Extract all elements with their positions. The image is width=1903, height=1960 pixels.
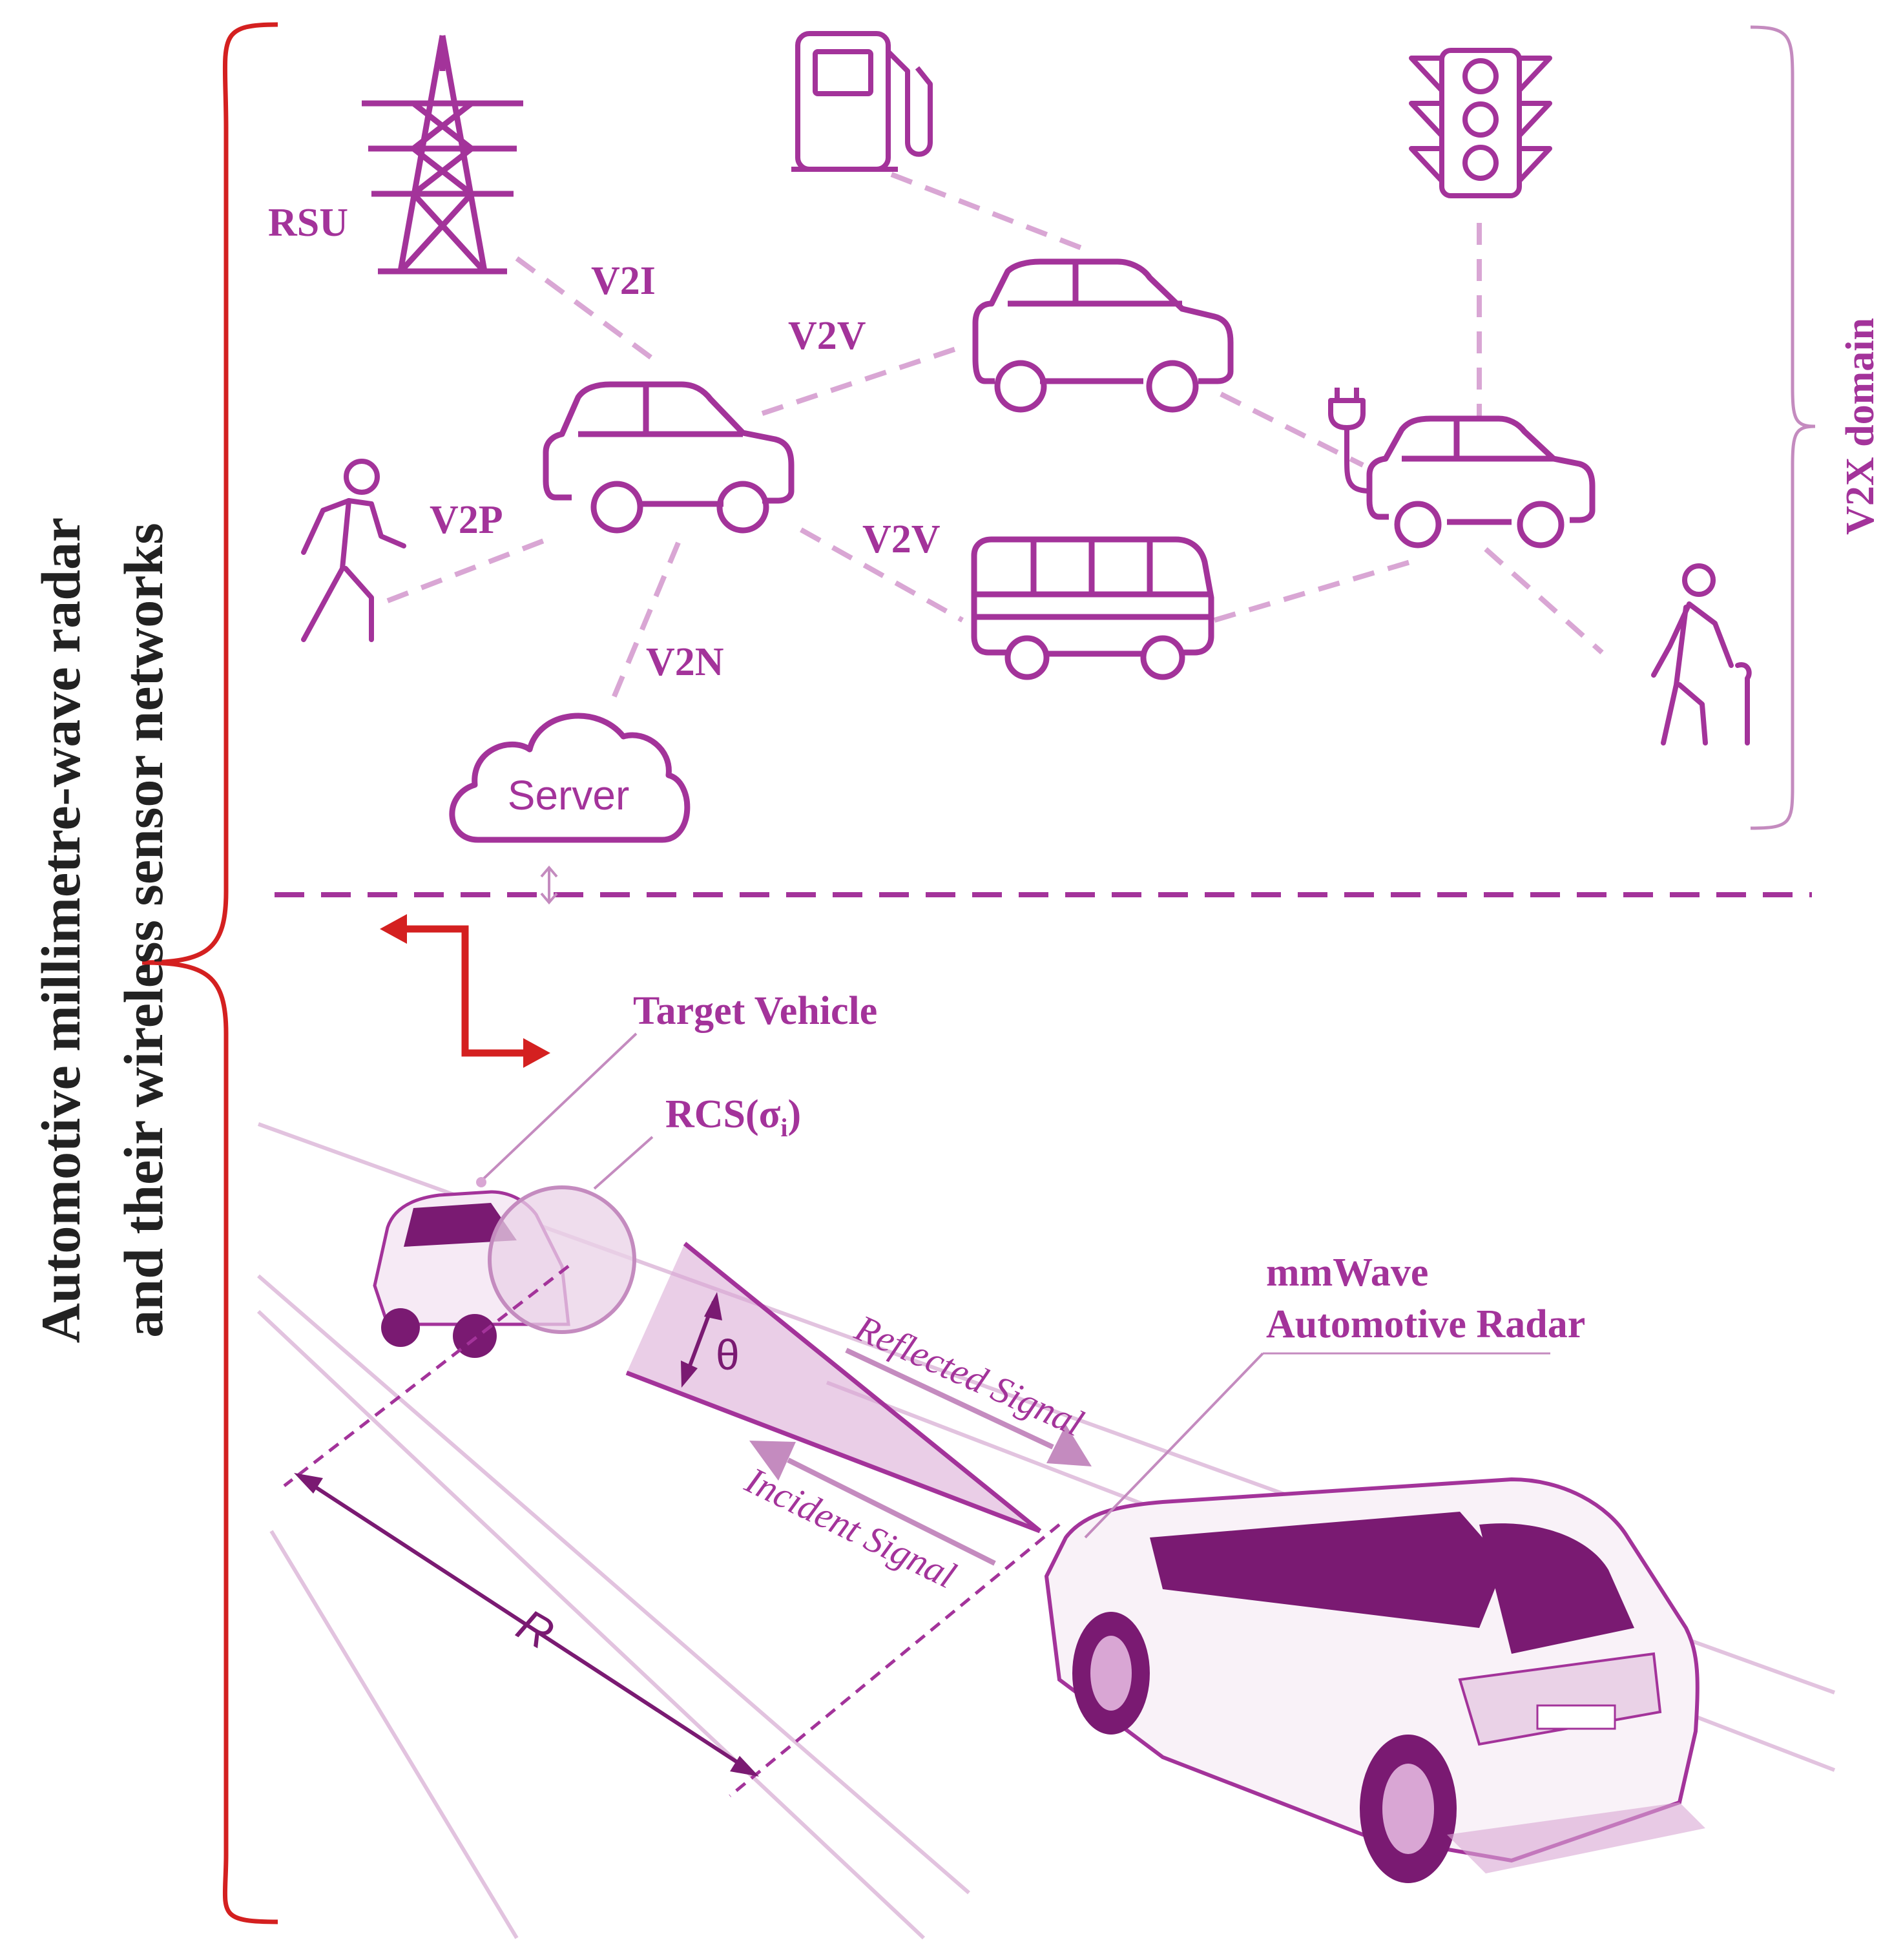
radar-beam — [627, 1244, 1040, 1531]
v2p-label: V2P — [430, 498, 503, 542]
beam-edge-upper — [683, 1242, 1042, 1533]
theta-arrow — [681, 1292, 722, 1388]
red-arrowhead-right — [523, 1038, 550, 1068]
target-vehicle-label: Target Vehicle — [633, 989, 877, 1033]
rcs-label: RCS(σi) — [665, 1092, 801, 1142]
transmission-tower-icon — [362, 35, 523, 275]
beam-edge-lower — [625, 1370, 1041, 1534]
radar-label-line1: mmWave — [1266, 1251, 1428, 1295]
left-brace — [141, 22, 278, 1924]
fuel-pump-icon — [791, 31, 933, 172]
elderly-pedestrian-icon — [1651, 563, 1752, 745]
ego-vehicle — [1044, 1477, 1705, 1883]
range-label: R — [509, 1599, 563, 1659]
cloud-server-icon — [449, 713, 691, 843]
side-title-line1: Automotive millimetre-wave radar — [30, 517, 92, 1344]
car-icon-center — [543, 381, 795, 534]
v2v-bottom-label: V2V — [862, 517, 941, 561]
side-title: Automotive millimetre-wave radar and the… — [19, 426, 185, 1434]
incident-signal-arrow — [787, 1457, 996, 1566]
reflected-arrowhead — [1046, 1424, 1092, 1466]
range-dashed-lines — [283, 1265, 1061, 1797]
car-icon-ev — [1366, 415, 1596, 548]
target-vehicle-leader — [480, 1032, 638, 1182]
server-label: Server — [508, 772, 630, 818]
red-arrowhead-left — [380, 914, 407, 944]
range-arrowhead-end — [730, 1756, 759, 1777]
reflected-signal-arrow — [845, 1348, 1054, 1450]
rcs-magnifier — [488, 1185, 636, 1334]
radar-label-line2: Automotive Radar — [1266, 1302, 1585, 1346]
range-arrow — [302, 1477, 751, 1772]
red-split-arrow — [400, 925, 530, 1057]
v2v-top-label: V2V — [788, 314, 866, 358]
incident-arrowhead — [749, 1441, 796, 1481]
v2x-domain-label: V2X domain — [1838, 318, 1882, 535]
radar-leader — [1084, 1352, 1264, 1539]
v2x-links — [386, 172, 1604, 699]
car-icon-upper — [972, 258, 1234, 413]
v2n-label: V2N — [646, 640, 724, 684]
theta-label: θ — [716, 1331, 740, 1379]
target-vehicle-dot — [476, 1177, 486, 1187]
range-arrowhead-start — [294, 1473, 323, 1494]
bus-icon — [971, 536, 1214, 680]
server-link-arrow — [540, 865, 558, 905]
side-title-line2: and their wireless sensor networks — [112, 523, 174, 1338]
ev-charging-plug-icon — [1328, 388, 1370, 494]
pedestrian-icon — [301, 459, 406, 642]
rsu-label: RSU — [268, 201, 348, 245]
v2i-label: V2I — [591, 259, 656, 303]
traffic-light-icon — [1409, 48, 1552, 198]
rcs-leader — [593, 1136, 654, 1190]
v2x-bracket — [1750, 25, 1816, 830]
